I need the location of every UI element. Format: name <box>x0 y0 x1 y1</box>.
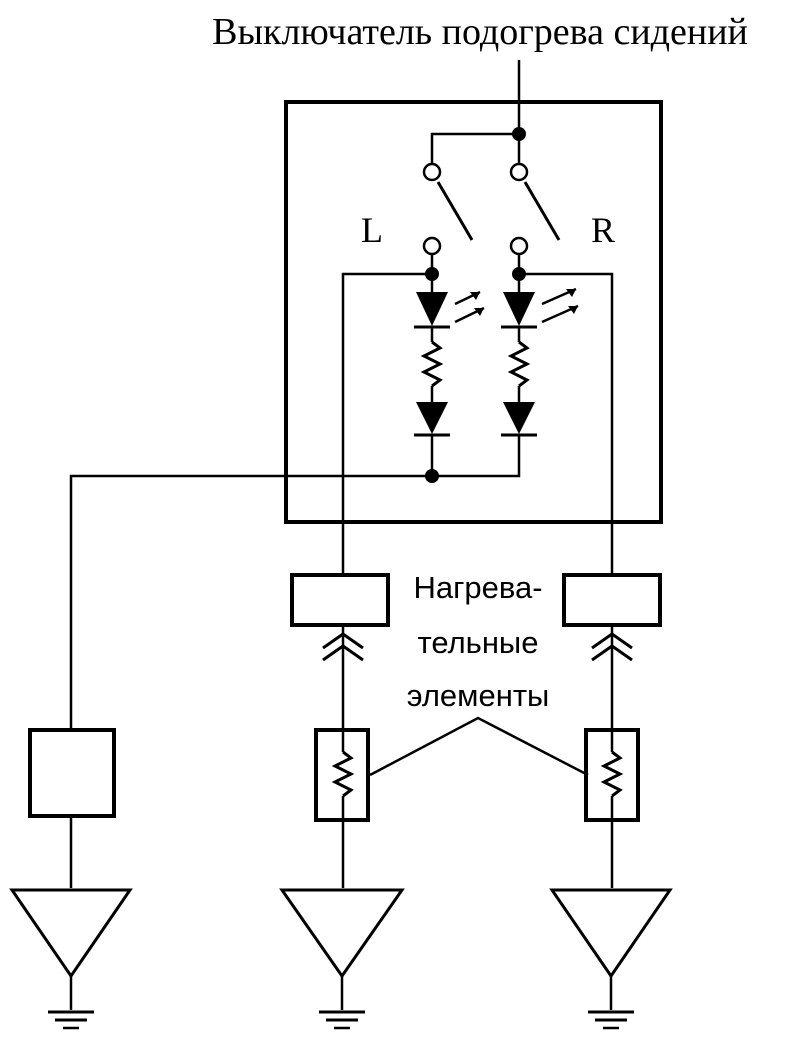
heater-label-pointer <box>369 716 589 777</box>
led-left-icon <box>414 290 485 329</box>
heater-label-line1: Нагрева- <box>413 570 542 605</box>
switch-left <box>422 162 474 256</box>
heating-element-left <box>314 728 370 888</box>
switch-top-bus <box>430 127 526 172</box>
switch-housing <box>284 100 663 524</box>
led-right-icon <box>501 287 579 329</box>
diode-right-icon <box>501 402 537 437</box>
diagram-title: Выключатель подогрева сидений <box>212 11 748 53</box>
resistor-right-icon <box>507 340 531 388</box>
heating-element-right <box>584 728 640 888</box>
heater-label-line2: тельные <box>418 625 539 660</box>
switch-output-wires <box>341 254 614 575</box>
resistor-left-icon <box>420 340 444 388</box>
connector-right <box>562 573 662 730</box>
switch-right <box>509 162 561 256</box>
heater-resistor-left-icon <box>331 750 355 798</box>
switch-label-left: L <box>361 210 383 250</box>
ground-middle <box>279 888 405 1030</box>
switch-label-right: R <box>591 210 615 250</box>
ground-right <box>549 888 673 1030</box>
indicator-return-wire <box>69 469 439 730</box>
indicator-branch-right <box>432 274 579 478</box>
module-left <box>28 728 116 888</box>
connector-left <box>290 573 390 730</box>
diode-left-icon <box>414 402 450 437</box>
ground-left <box>9 888 133 1030</box>
heater-resistor-right-icon <box>600 750 624 798</box>
indicator-branch-left <box>414 274 485 476</box>
heater-label-line3: элементы <box>407 678 550 713</box>
